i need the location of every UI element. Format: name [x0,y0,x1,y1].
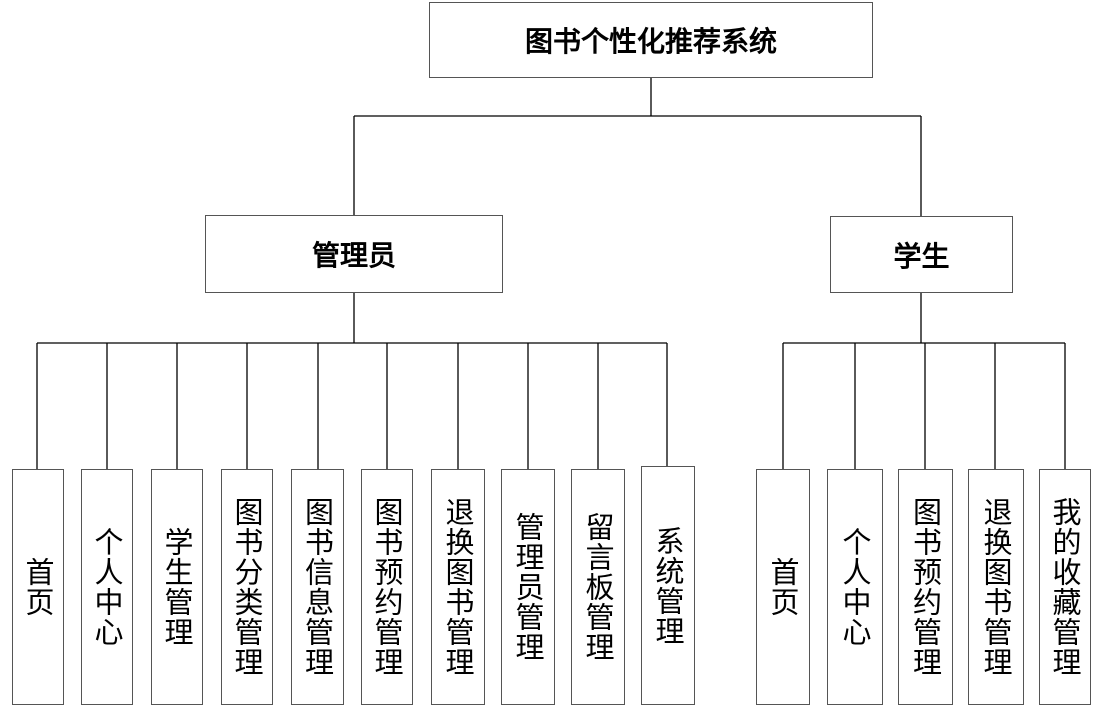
admin-leaf-book-reservation-mgmt: 图书预约管理 [361,469,413,705]
leaf-label: 首页 [766,557,800,617]
leaf-label: 退换图书管理 [441,497,475,677]
student-leaf-favorites-mgmt: 我的收藏管理 [1039,469,1091,705]
leaf-label: 管理员管理 [511,512,545,662]
admin-node: 管理员 [205,215,503,293]
student-leaf-book-reservation-mgmt: 图书预约管理 [898,469,953,705]
admin-leaf-book-return-mgmt: 退换图书管理 [431,469,485,705]
leaf-label: 个人中心 [90,527,124,647]
leaf-label: 图书信息管理 [300,497,335,677]
leaf-label: 个人中心 [838,527,872,647]
admin-leaf-book-info-mgmt: 图书信息管理 [291,469,344,705]
leaf-label: 图书预约管理 [370,497,404,677]
admin-leaf-admin-mgmt: 管理员管理 [501,469,555,705]
root-label: 图书个性化推荐系统 [524,25,777,58]
student-label: 学生 [893,239,950,273]
admin-leaf-profile: 个人中心 [81,469,133,705]
student-leaf-profile: 个人中心 [827,469,883,705]
student-leaf-home: 首页 [756,469,810,705]
leaf-label: 系统管理 [651,525,685,646]
admin-leaf-system-mgmt: 系统管理 [641,466,695,705]
admin-leaf-home: 首页 [12,469,64,705]
leaf-label: 我的收藏管理 [1048,497,1082,677]
student-leaf-book-return-mgmt: 退换图书管理 [968,469,1024,705]
leaf-label: 留言板管理 [581,512,615,662]
root-node: 图书个性化推荐系统 [429,2,873,78]
leaf-label: 退换图书管理 [979,497,1013,677]
student-node: 学生 [830,216,1013,293]
leaf-label: 首页 [21,557,55,617]
leaf-label: 图书分类管理 [230,497,264,677]
admin-leaf-book-category-mgmt: 图书分类管理 [221,469,273,705]
admin-leaf-student-mgmt: 学生管理 [151,469,203,705]
admin-leaf-message-board-mgmt: 留言板管理 [571,469,625,705]
leaf-label: 图书预约管理 [908,497,943,677]
admin-label: 管理员 [311,239,396,272]
leaf-label: 学生管理 [160,527,194,647]
